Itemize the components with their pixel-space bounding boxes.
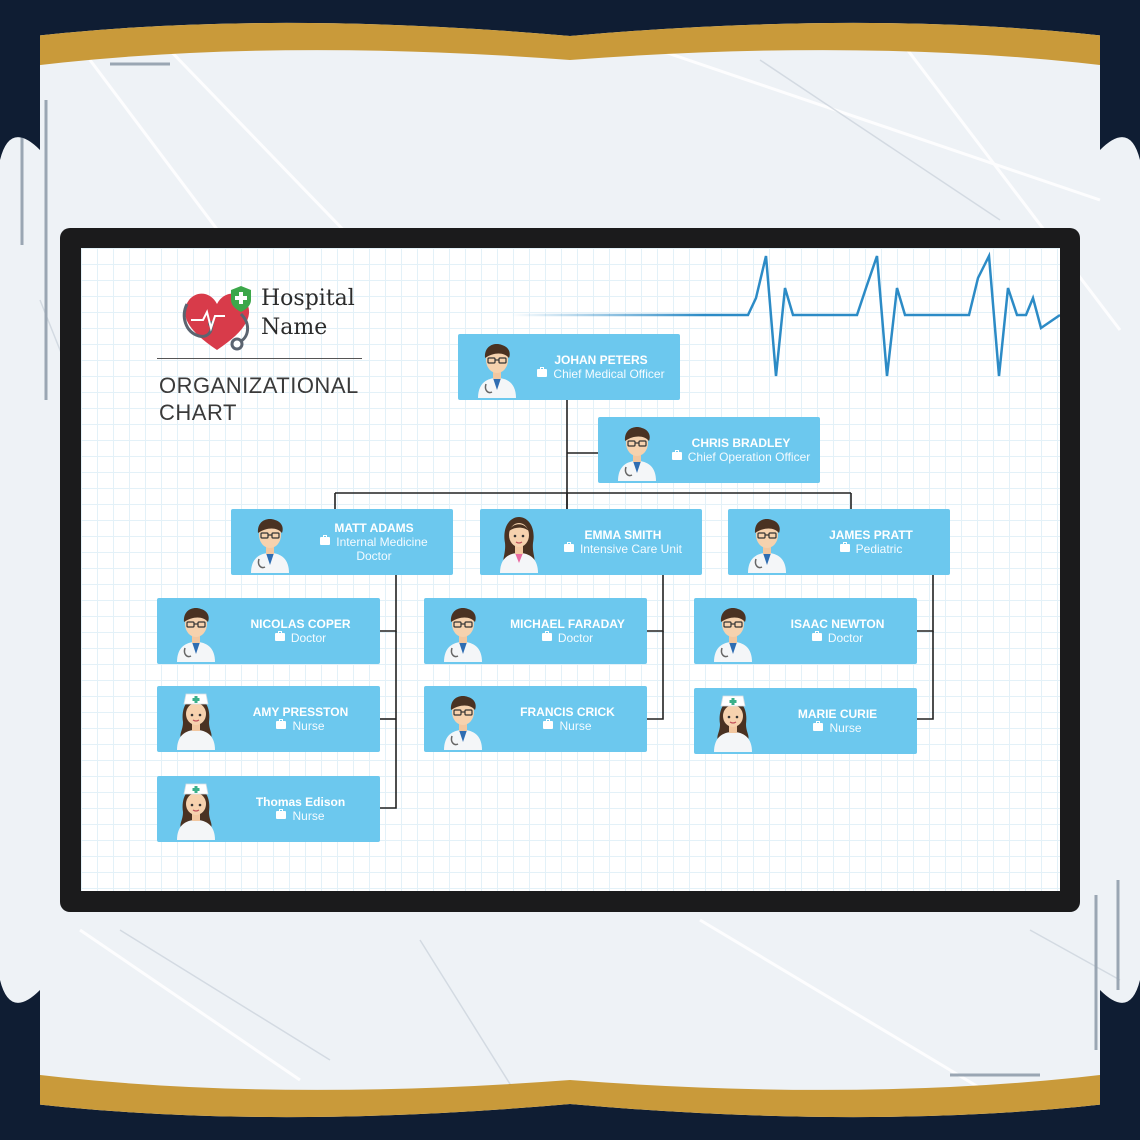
- person-role-text: Nurse: [292, 719, 325, 733]
- person-role-text: Doctor: [827, 631, 864, 645]
- nurse-avatar-icon: [714, 695, 752, 752]
- person-role-text: Nurse: [292, 809, 325, 823]
- person-role-text: Doctor: [290, 631, 327, 645]
- briefcase-icon: [276, 719, 287, 729]
- person-role-text: Nurse: [829, 721, 862, 735]
- card-info: AMY PRESSTON Nurse: [227, 686, 374, 752]
- card-info: MICHAEL FARADAY Doctor: [494, 598, 641, 664]
- nurse-avatar-icon: [177, 783, 215, 840]
- person-name: MICHAEL FARADAY: [510, 617, 625, 631]
- person-name: MATT ADAMS: [334, 521, 414, 535]
- person-name: ISAAC NEWTON: [790, 617, 885, 631]
- briefcase-icon: [671, 450, 682, 460]
- org-card-staff[interactable]: FRANCIS CRICK Nurse: [424, 686, 647, 752]
- person-role-text: Nurse: [559, 719, 592, 733]
- connector-lines: [334, 400, 934, 809]
- briefcase-icon: [274, 631, 285, 641]
- card-info: MATT ADAMS Internal Medicine Doctor: [301, 509, 447, 575]
- org-card-staff[interactable]: MARIE CURIE Nurse: [694, 688, 917, 754]
- hospital-name: Hospital Name: [261, 286, 355, 340]
- org-card-staff[interactable]: MICHAEL FARADAY Doctor: [424, 598, 647, 664]
- person-role: Internal Medicine Doctor: [301, 535, 447, 563]
- person-role: Doctor: [274, 631, 327, 645]
- person-name: FRANCIS CRICK: [520, 705, 615, 719]
- hospital-brand: Hospital Name: [177, 280, 377, 360]
- person-role: Nurse: [276, 809, 325, 823]
- card-info: MARIE CURIE Nurse: [764, 688, 911, 754]
- nurse-avatar-icon: [177, 693, 215, 750]
- person-name: CHRIS BRADLEY: [691, 436, 791, 450]
- org-card-staff[interactable]: AMY PRESSTON Nurse: [157, 686, 380, 752]
- card-info: CHRIS BRADLEY Chief Operation Officer: [668, 417, 814, 483]
- doctor-avatar-icon: [251, 519, 289, 573]
- person-name: AMY PRESSTON: [252, 705, 349, 719]
- org-card-staff[interactable]: Thomas Edison Nurse: [157, 776, 380, 842]
- doctor-avatar-icon: [177, 608, 215, 662]
- briefcase-icon: [563, 542, 574, 552]
- doctor-avatar-icon: [748, 519, 786, 573]
- briefcase-icon: [839, 542, 850, 552]
- person-role: Doctor: [541, 631, 594, 645]
- person-role-text: Chief Operation Officer: [687, 450, 811, 464]
- chart-title: ORGANIZATIONAL CHART: [159, 373, 358, 425]
- person-role: Nurse: [813, 721, 862, 735]
- person-role-text: Pediatric: [855, 542, 903, 556]
- person-name: JAMES PRATT: [829, 528, 913, 542]
- card-info: JAMES PRATT Pediatric: [798, 509, 944, 575]
- person-role: Doctor: [811, 631, 864, 645]
- person-role-text: Doctor: [557, 631, 594, 645]
- person-name: MARIE CURIE: [797, 707, 878, 721]
- card-info: NICOLAS COPER Doctor: [227, 598, 374, 664]
- person-role: Intensive Care Unit: [563, 542, 683, 556]
- person-name: EMMA SMITH: [584, 528, 662, 542]
- heart-stethoscope-icon: [182, 286, 251, 351]
- doctor-avatar-icon: [478, 344, 516, 398]
- person-role: Nurse: [276, 719, 325, 733]
- chart-screen: Hospital Name ORGANIZATIONAL CHART: [81, 248, 1060, 891]
- org-card-coo[interactable]: CHRIS BRADLEY Chief Operation Officer: [598, 417, 820, 483]
- briefcase-icon: [813, 721, 824, 731]
- org-card-staff[interactable]: ISAAC NEWTON Doctor: [694, 598, 917, 664]
- person-role: Pediatric: [839, 542, 903, 556]
- card-info: EMMA SMITH Intensive Care Unit: [550, 509, 696, 575]
- briefcase-icon: [320, 535, 331, 545]
- person-role-text: Chief Medical Officer: [553, 367, 665, 381]
- card-info: Thomas Edison Nurse: [227, 776, 374, 842]
- title-divider: [157, 358, 362, 359]
- org-card-ceo[interactable]: JOHAN PETERS Chief Medical Officer: [458, 334, 680, 400]
- female-doctor-avatar-icon: [500, 517, 538, 573]
- doctor-avatar-icon: [444, 696, 482, 750]
- ecg-line-icon: [511, 251, 1060, 377]
- briefcase-icon: [537, 367, 548, 377]
- person-name: JOHAN PETERS: [554, 353, 648, 367]
- person-role: Nurse: [543, 719, 592, 733]
- person-role-text: Internal Medicine Doctor: [336, 535, 428, 563]
- doctor-avatar-icon: [714, 608, 752, 662]
- briefcase-icon: [276, 809, 287, 819]
- doctor-avatar-icon: [444, 608, 482, 662]
- person-role: Chief Medical Officer: [537, 367, 665, 381]
- org-card-head[interactable]: EMMA SMITH Intensive Care Unit: [480, 509, 702, 575]
- person-name: NICOLAS COPER: [250, 617, 351, 631]
- briefcase-icon: [541, 631, 552, 641]
- briefcase-icon: [543, 719, 554, 729]
- person-name: Thomas Edison: [255, 795, 346, 809]
- person-role: Chief Operation Officer: [671, 450, 811, 464]
- card-info: ISAAC NEWTON Doctor: [764, 598, 911, 664]
- briefcase-icon: [811, 631, 822, 641]
- person-role-text: Intensive Care Unit: [579, 542, 683, 556]
- card-info: JOHAN PETERS Chief Medical Officer: [528, 334, 674, 400]
- card-info: FRANCIS CRICK Nurse: [494, 686, 641, 752]
- doctor-avatar-icon: [618, 427, 656, 481]
- org-card-head[interactable]: MATT ADAMS Internal Medicine Doctor: [231, 509, 453, 575]
- org-card-staff[interactable]: NICOLAS COPER Doctor: [157, 598, 380, 664]
- org-card-head[interactable]: JAMES PRATT Pediatric: [728, 509, 950, 575]
